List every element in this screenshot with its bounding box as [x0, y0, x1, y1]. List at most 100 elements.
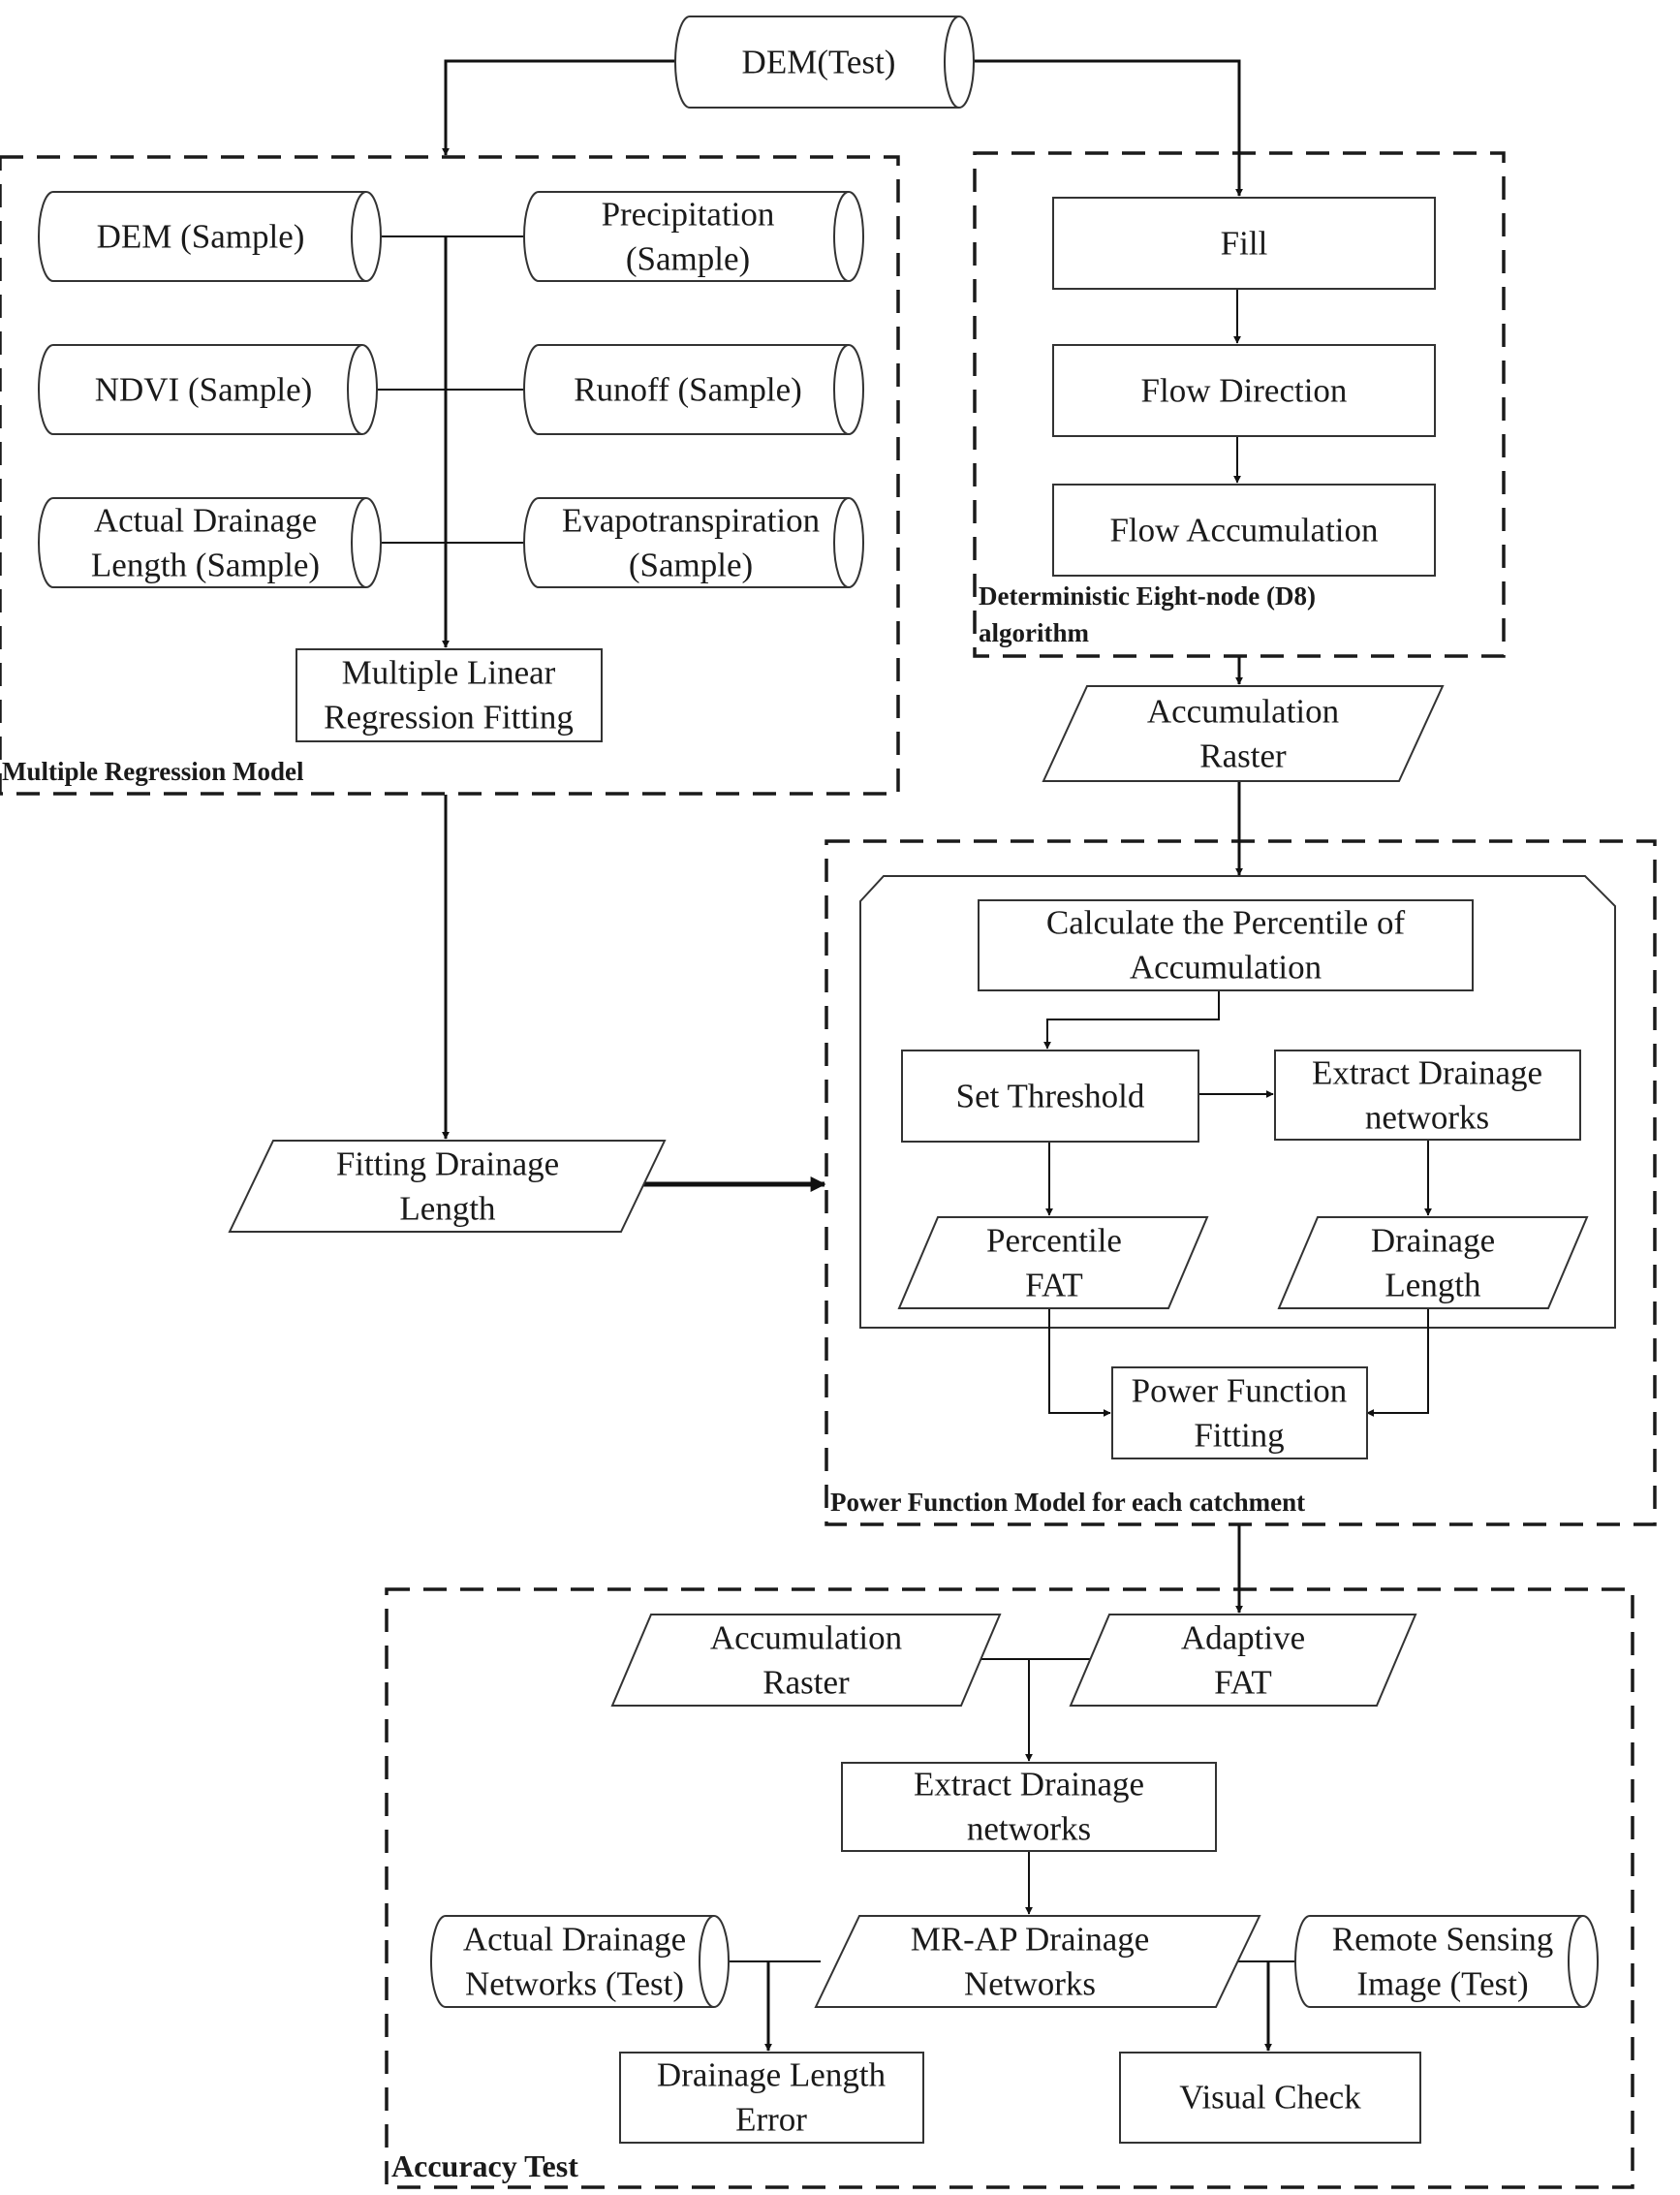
label-line: Length (Sample) [91, 547, 320, 584]
label-line: Accumulation [1130, 949, 1322, 987]
label-line: Actual Drainage [463, 1921, 686, 1959]
label-line: Fill [1221, 225, 1268, 263]
node-precipitation-sample-label: Precipitation(Sample) [602, 196, 775, 278]
label-line: networks [967, 1810, 1091, 1848]
label-line: Visual Check [1179, 2079, 1361, 2117]
edge-dem-test-to-mr [442, 59, 675, 156]
label-line: Error [735, 2101, 807, 2139]
group-accuracy-test-boundary [385, 1587, 1634, 2189]
label-line: Networks (Test) [465, 1965, 684, 2003]
node-precipitation-sample: Precipitation(Sample) [523, 191, 864, 282]
label-line: Extract Drainage [914, 1766, 1144, 1803]
label-line: Raster [762, 1664, 850, 1702]
node-set-threshold: Set Threshold [901, 1050, 1199, 1143]
nodes: DEM(Test) DEM (Sample) Precipitation(Sam… [38, 16, 1599, 2144]
label-line: Adaptive [1181, 1619, 1305, 1657]
label-line: FAT [1025, 1267, 1083, 1304]
label-line: Drainage [1371, 1222, 1495, 1260]
node-fill: Fill [1052, 197, 1436, 290]
label-line: (Sample) [629, 547, 753, 584]
node-set-threshold-label: Set Threshold [956, 1078, 1145, 1115]
node-flow-accumulation-label: Flow Accumulation [1109, 512, 1378, 549]
node-evapotranspiration-sample-label: Evapotranspiration (Sample) [562, 502, 820, 584]
node-dem-test-label: DEM(Test) [742, 44, 896, 81]
group-accuracy-test-label: Accuracy Test [391, 2148, 578, 2183]
label-line: Evapotranspiration [562, 502, 820, 540]
group-labels: Multiple Regression Model Deterministic … [2, 581, 1316, 2183]
label-line: Flow Accumulation [1109, 512, 1378, 549]
label-line: Runoff (Sample) [574, 371, 802, 409]
label-line: Length [1384, 1267, 1481, 1304]
group-power-function-label: Power Function Model for each catchment [830, 1488, 1305, 1517]
node-flow-accumulation: Flow Accumulation [1052, 484, 1436, 577]
node-visual-check-label: Visual Check [1179, 2079, 1361, 2117]
node-ndvi-sample-label: NDVI (Sample) [95, 371, 313, 409]
node-flow-direction-label: Flow Direction [1141, 372, 1348, 410]
label-line: Fitting Drainage [336, 1145, 559, 1183]
group-multiple-regression-boundary [0, 155, 900, 796]
node-fill-label: Fill [1221, 225, 1268, 263]
label-line: MR-AP Drainage [911, 1921, 1150, 1959]
label-line: Accumulation [710, 1619, 902, 1657]
label-line: FAT [1214, 1664, 1272, 1702]
node-extract-networks-2-label: Extract Drainage networks [914, 1766, 1144, 1848]
label-line: Percentile [986, 1222, 1122, 1260]
node-visual-check: Visual Check [1119, 2052, 1421, 2144]
label-line: Power Function [1132, 1372, 1348, 1410]
label-line: Deterministic Eight-node (D8) [979, 581, 1316, 611]
label-line: Actual Drainage [94, 502, 317, 540]
label-line: Set Threshold [956, 1078, 1145, 1115]
node-calc-percentile-label: Calculate the Percentile of Accumulation [1046, 904, 1406, 987]
node-dem-sample: DEM (Sample) [38, 191, 382, 282]
label-line: Drainage Length [657, 2056, 887, 2094]
node-flow-direction: Flow Direction [1052, 344, 1436, 437]
node-calc-percentile: Calculate the Percentile of Accumulation [978, 899, 1474, 991]
label-line: networks [1365, 1099, 1489, 1137]
node-runoff-sample-label: Runoff (Sample) [574, 371, 802, 409]
label-line: Calculate the Percentile of [1046, 904, 1406, 942]
node-ndvi-sample: NDVI (Sample) [38, 344, 378, 435]
node-runoff-sample: Runoff (Sample) [523, 344, 864, 435]
node-extract-networks-2: Extract Drainage networks [841, 1762, 1217, 1852]
edge-drainage-length-to-power-fitting [1366, 1306, 1429, 1417]
group-d8-label: Deterministic Eight-node (D8) algorithm [979, 581, 1316, 647]
label-line: (Sample) [626, 240, 750, 278]
label-line: Flow Direction [1141, 372, 1348, 410]
label-line: NDVI (Sample) [95, 371, 313, 409]
label-line: algorithm [979, 618, 1089, 647]
label-line: DEM (Sample) [97, 218, 305, 256]
node-dem-test: DEM(Test) [674, 16, 975, 109]
label-line: Length [399, 1190, 496, 1228]
label-line: Image (Test) [1356, 1965, 1528, 2003]
edge-percentile-to-threshold [1043, 990, 1220, 1050]
edge-percentile-fat-to-power-fitting [1048, 1306, 1111, 1417]
label-line: Accumulation [1147, 693, 1339, 731]
label-line: Fitting [1194, 1417, 1284, 1455]
